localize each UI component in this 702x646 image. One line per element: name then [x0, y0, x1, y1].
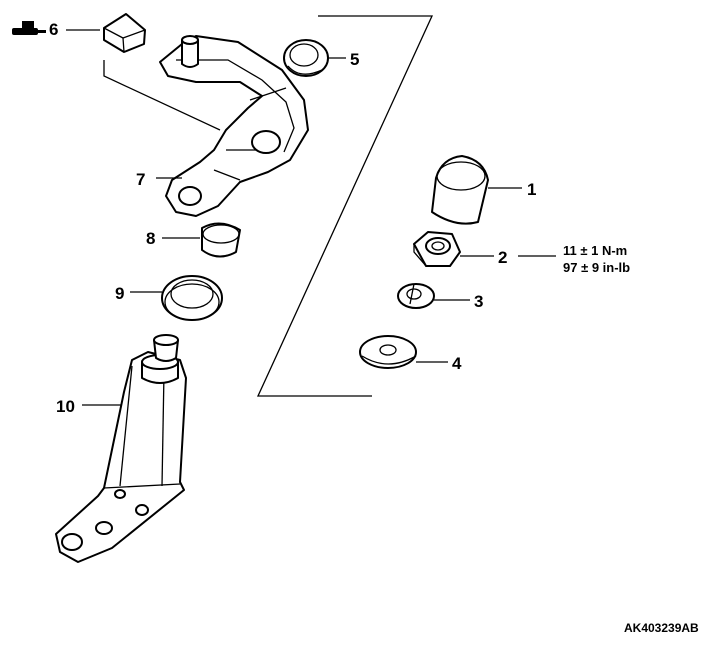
callout-6: 6 [49, 20, 58, 39]
leader-6-to-7 [103, 60, 221, 131]
part-5-bushing [283, 39, 329, 77]
part-6-cap [103, 13, 146, 53]
callout-2: 2 [498, 248, 507, 267]
callout-3: 3 [474, 292, 483, 311]
callout-7: 7 [136, 170, 145, 189]
part-8-bushing [201, 222, 241, 258]
callout-4: 4 [452, 354, 462, 373]
part-9-ring [161, 275, 223, 321]
part-10-bracket [55, 334, 187, 563]
callout-1: 1 [527, 180, 536, 199]
torque-imperial: 97 ± 9 in-lb [563, 260, 630, 275]
callout-8: 8 [146, 229, 155, 248]
callout-5: 5 [350, 50, 359, 69]
callout-9: 9 [115, 284, 124, 303]
callout-10: 10 [56, 397, 75, 416]
part-7-lever [159, 35, 309, 217]
part-4-washer [359, 335, 417, 369]
torque-metric: 11 ± 1 N-m [563, 243, 627, 258]
group-bracket [256, 15, 434, 397]
grease-gun-icon [12, 21, 46, 35]
part-3-lock-washer [397, 283, 435, 309]
part-1-cap [431, 155, 489, 225]
part-2-nut [413, 231, 461, 267]
figure-code: AK403239AB [624, 621, 699, 635]
